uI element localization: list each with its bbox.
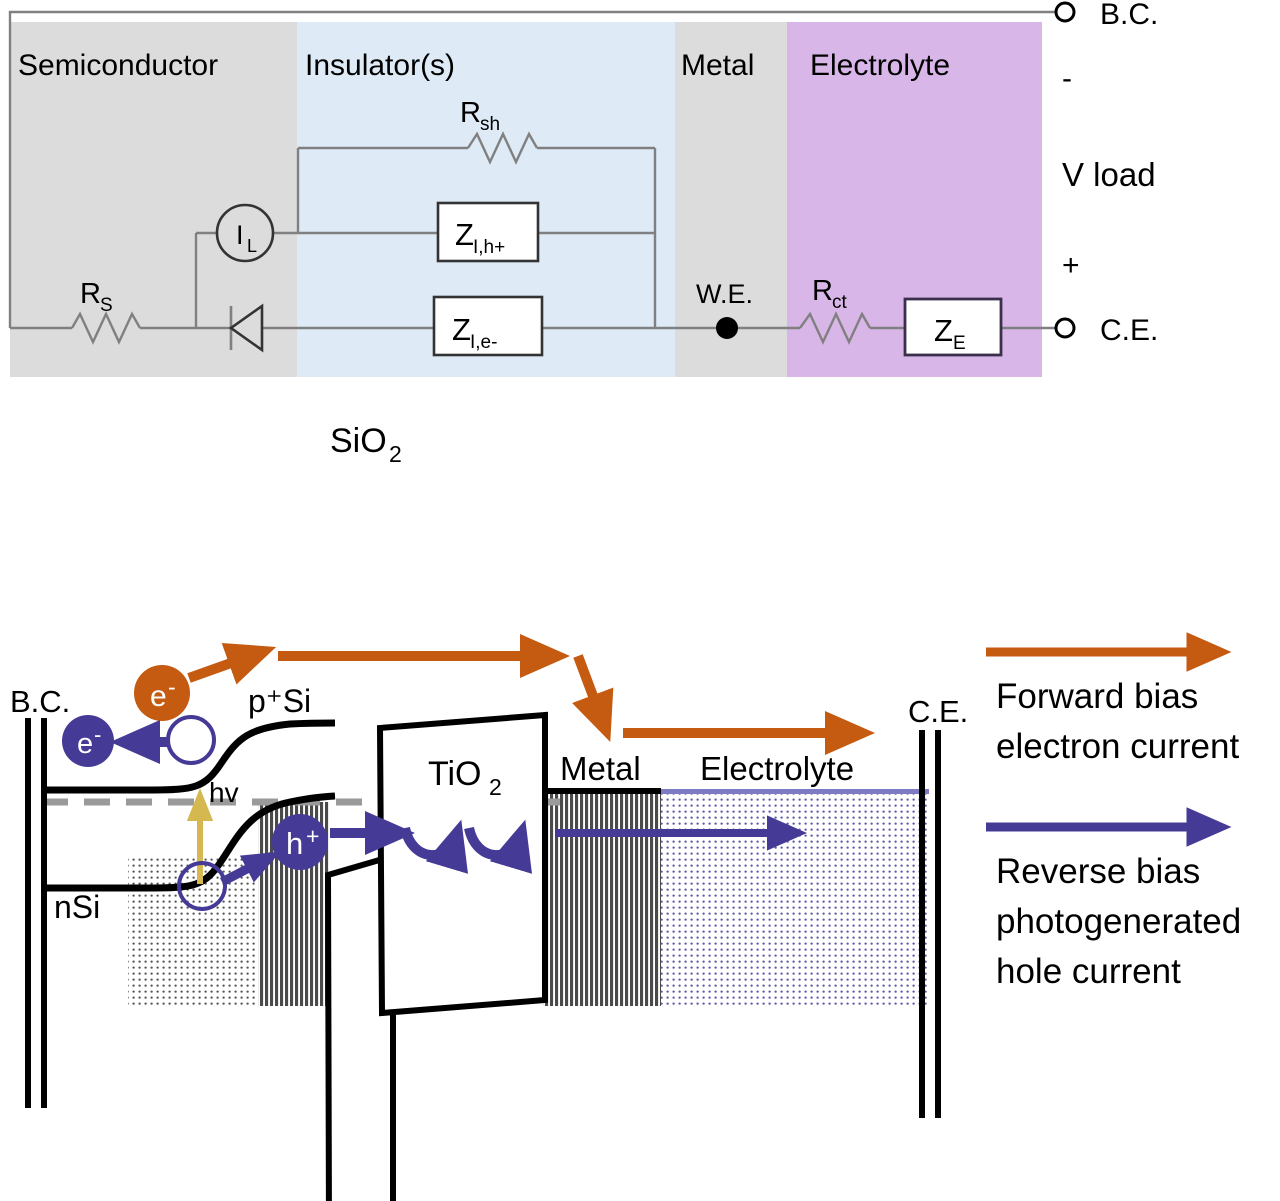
electrolyte-redox-level — [661, 789, 929, 794]
impedance-holes-sublabel: I,h+ — [473, 237, 505, 258]
counter-electrode — [919, 730, 941, 1118]
electron-blue-circle — [62, 715, 114, 767]
series-resistor-label: R — [80, 278, 101, 310]
electrolyte-impedance-sublabel: E — [953, 333, 966, 354]
region-semiconductor — [10, 22, 297, 377]
impedance-holes-box — [436, 201, 540, 263]
terminal-ce-circle — [1054, 317, 1076, 339]
metal-fermi-edge — [543, 788, 661, 794]
impedance-electrons-label: Z — [452, 312, 471, 347]
series-resistor-sublabel: S — [100, 295, 113, 316]
electrolyte-label: Electrolyte — [700, 750, 854, 787]
empty-hole-state-circle — [177, 861, 227, 911]
counter-electrode-label: C.E. — [908, 694, 968, 729]
current-source-sublabel: L — [247, 236, 257, 256]
diode-symbol — [228, 303, 264, 353]
shunt-resistor-sublabel: sh — [480, 114, 500, 135]
energy-band-diagram: B.C. C.E. SiO 2 TiO 2 nSi p⁺Si Metal Ele… — [10, 422, 1241, 1201]
electron-injection-arrow-orange — [187, 643, 277, 685]
hole-label: h — [286, 826, 303, 861]
hole-charge: + — [306, 823, 319, 849]
terminal-bc-label: B.C. — [1100, 0, 1158, 31]
electron-blue-label: e — [77, 728, 93, 760]
back-contact-electrode — [25, 718, 47, 1108]
working-electrode-node — [716, 317, 738, 339]
legend-forward-line1: Forward bias — [996, 677, 1198, 716]
legend-reverse-line1: Reverse bias — [996, 852, 1200, 891]
empty-electron-state-circle — [166, 715, 216, 765]
nsi-bulk-shading — [128, 858, 258, 1006]
current-source-symbol — [215, 203, 275, 263]
tio2-label-subscript: 2 — [489, 774, 502, 800]
psi-label: p⁺Si — [248, 683, 311, 719]
metal-shading — [543, 790, 661, 1006]
hole-circle — [272, 814, 328, 870]
sio2-label-subscript: 2 — [389, 441, 402, 467]
sio2-label: SiO — [330, 422, 387, 460]
terminal-ce-label: C.E. — [1100, 314, 1158, 347]
tio2-label: TiO — [428, 755, 482, 793]
sio2-barrier — [324, 851, 396, 1201]
photon-label: hv — [209, 777, 239, 808]
polarity-plus-label: + — [1062, 249, 1080, 282]
charge-transfer-resistor-label: R — [812, 275, 833, 307]
current-source-label: I — [236, 220, 244, 250]
electron-orange-charge: - — [168, 674, 176, 700]
electrolyte-impedance-label: Z — [934, 313, 953, 348]
working-electrode-label: W.E. — [696, 279, 753, 309]
impedance-holes-label: Z — [455, 217, 474, 252]
region-label-semiconductor: Semiconductor — [18, 49, 218, 82]
electron-blue-charge: - — [94, 722, 101, 747]
conduction-band-edge — [44, 719, 336, 794]
electrolyte-impedance-box — [903, 297, 1003, 357]
legend-reverse-line2: photogenerated — [996, 902, 1241, 941]
valence-band-edge — [44, 792, 336, 892]
legend-forward-line2: electron current — [996, 727, 1239, 766]
hole-hopping-arc-1 — [400, 819, 468, 874]
region-label-metal: Metal — [681, 49, 754, 82]
electrolyte-shading — [661, 790, 929, 1006]
forward-current-segment-2 — [572, 654, 614, 743]
region-label-insulators: Insulator(s) — [305, 49, 455, 82]
terminal-bc-circle — [1054, 1, 1076, 23]
hole-hopping-arc-2 — [464, 819, 532, 874]
region-label-electrolyte: Electrolyte — [810, 49, 950, 82]
electron-orange-label: e — [150, 680, 167, 713]
load-voltage-label: V load — [1062, 156, 1156, 193]
hole-generation-arrow — [219, 851, 281, 886]
metal-label: Metal — [560, 750, 641, 787]
impedance-electrons-sublabel: I,e- — [470, 332, 497, 353]
shunt-resistor-label: R — [460, 97, 481, 129]
impedance-electrons-box — [432, 295, 544, 357]
circuit-wires — [8, 10, 1055, 350]
equivalent-circuit-diagram: Semiconductor Insulator(s) Metal Electro… — [8, 0, 1158, 377]
electron-orange-circle — [134, 665, 190, 721]
nsi-label: nSi — [54, 889, 100, 925]
legend-reverse-line3: hole current — [996, 952, 1181, 991]
back-contact-label: B.C. — [10, 684, 70, 719]
polarity-minus-label: - — [1062, 62, 1072, 95]
charge-transfer-resistor-sublabel: ct — [832, 292, 848, 313]
